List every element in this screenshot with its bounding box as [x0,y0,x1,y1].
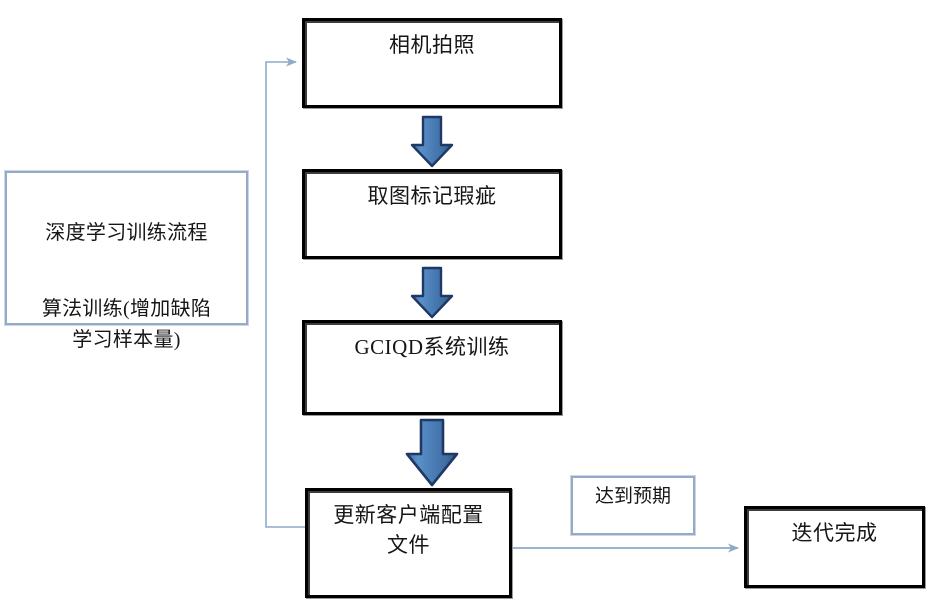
node-mark-defect[interactable]: 取图标记瑕疵 [302,169,562,259]
note-training-flow-line3: 学习样本量) [72,329,181,351]
block-arrow-mark-to-gciqd [410,266,454,319]
node-iteration-done-label: 迭代完成 [791,521,878,545]
block-arrow-camera-to-mark [410,115,454,168]
note-training-flow: 深度学习训练流程 算法训练(增加缺陷 学习样本量) [5,171,248,351]
node-camera[interactable]: 相机拍照 [302,18,562,108]
node-camera-label: 相机拍照 [389,33,475,57]
note-training-flow-line1: 深度学习训练流程 [45,222,208,244]
note-expectation: 达到预期 [571,476,695,535]
block-arrow-gciqd-to-update [405,418,459,487]
node-update-config-label: 更新客户端配置 文件 [333,503,484,557]
node-update-config[interactable]: 更新客户端配置 文件 [305,488,512,598]
node-mark-defect-label: 取图标记瑕疵 [367,184,497,208]
note-expectation-label: 达到预期 [594,486,671,507]
node-iteration-done[interactable]: 迭代完成 [744,506,925,588]
note-training-flow-line2: 算法训练(增加缺陷 [41,298,212,320]
note-training-flow-text: 深度学习训练流程 算法训练(增加缺陷 学习样本量) [7,187,246,356]
node-gciqd-train[interactable]: GCIQD系统训练 [302,320,562,415]
node-gciqd-train-label: GCIQD系统训练 [354,335,510,359]
